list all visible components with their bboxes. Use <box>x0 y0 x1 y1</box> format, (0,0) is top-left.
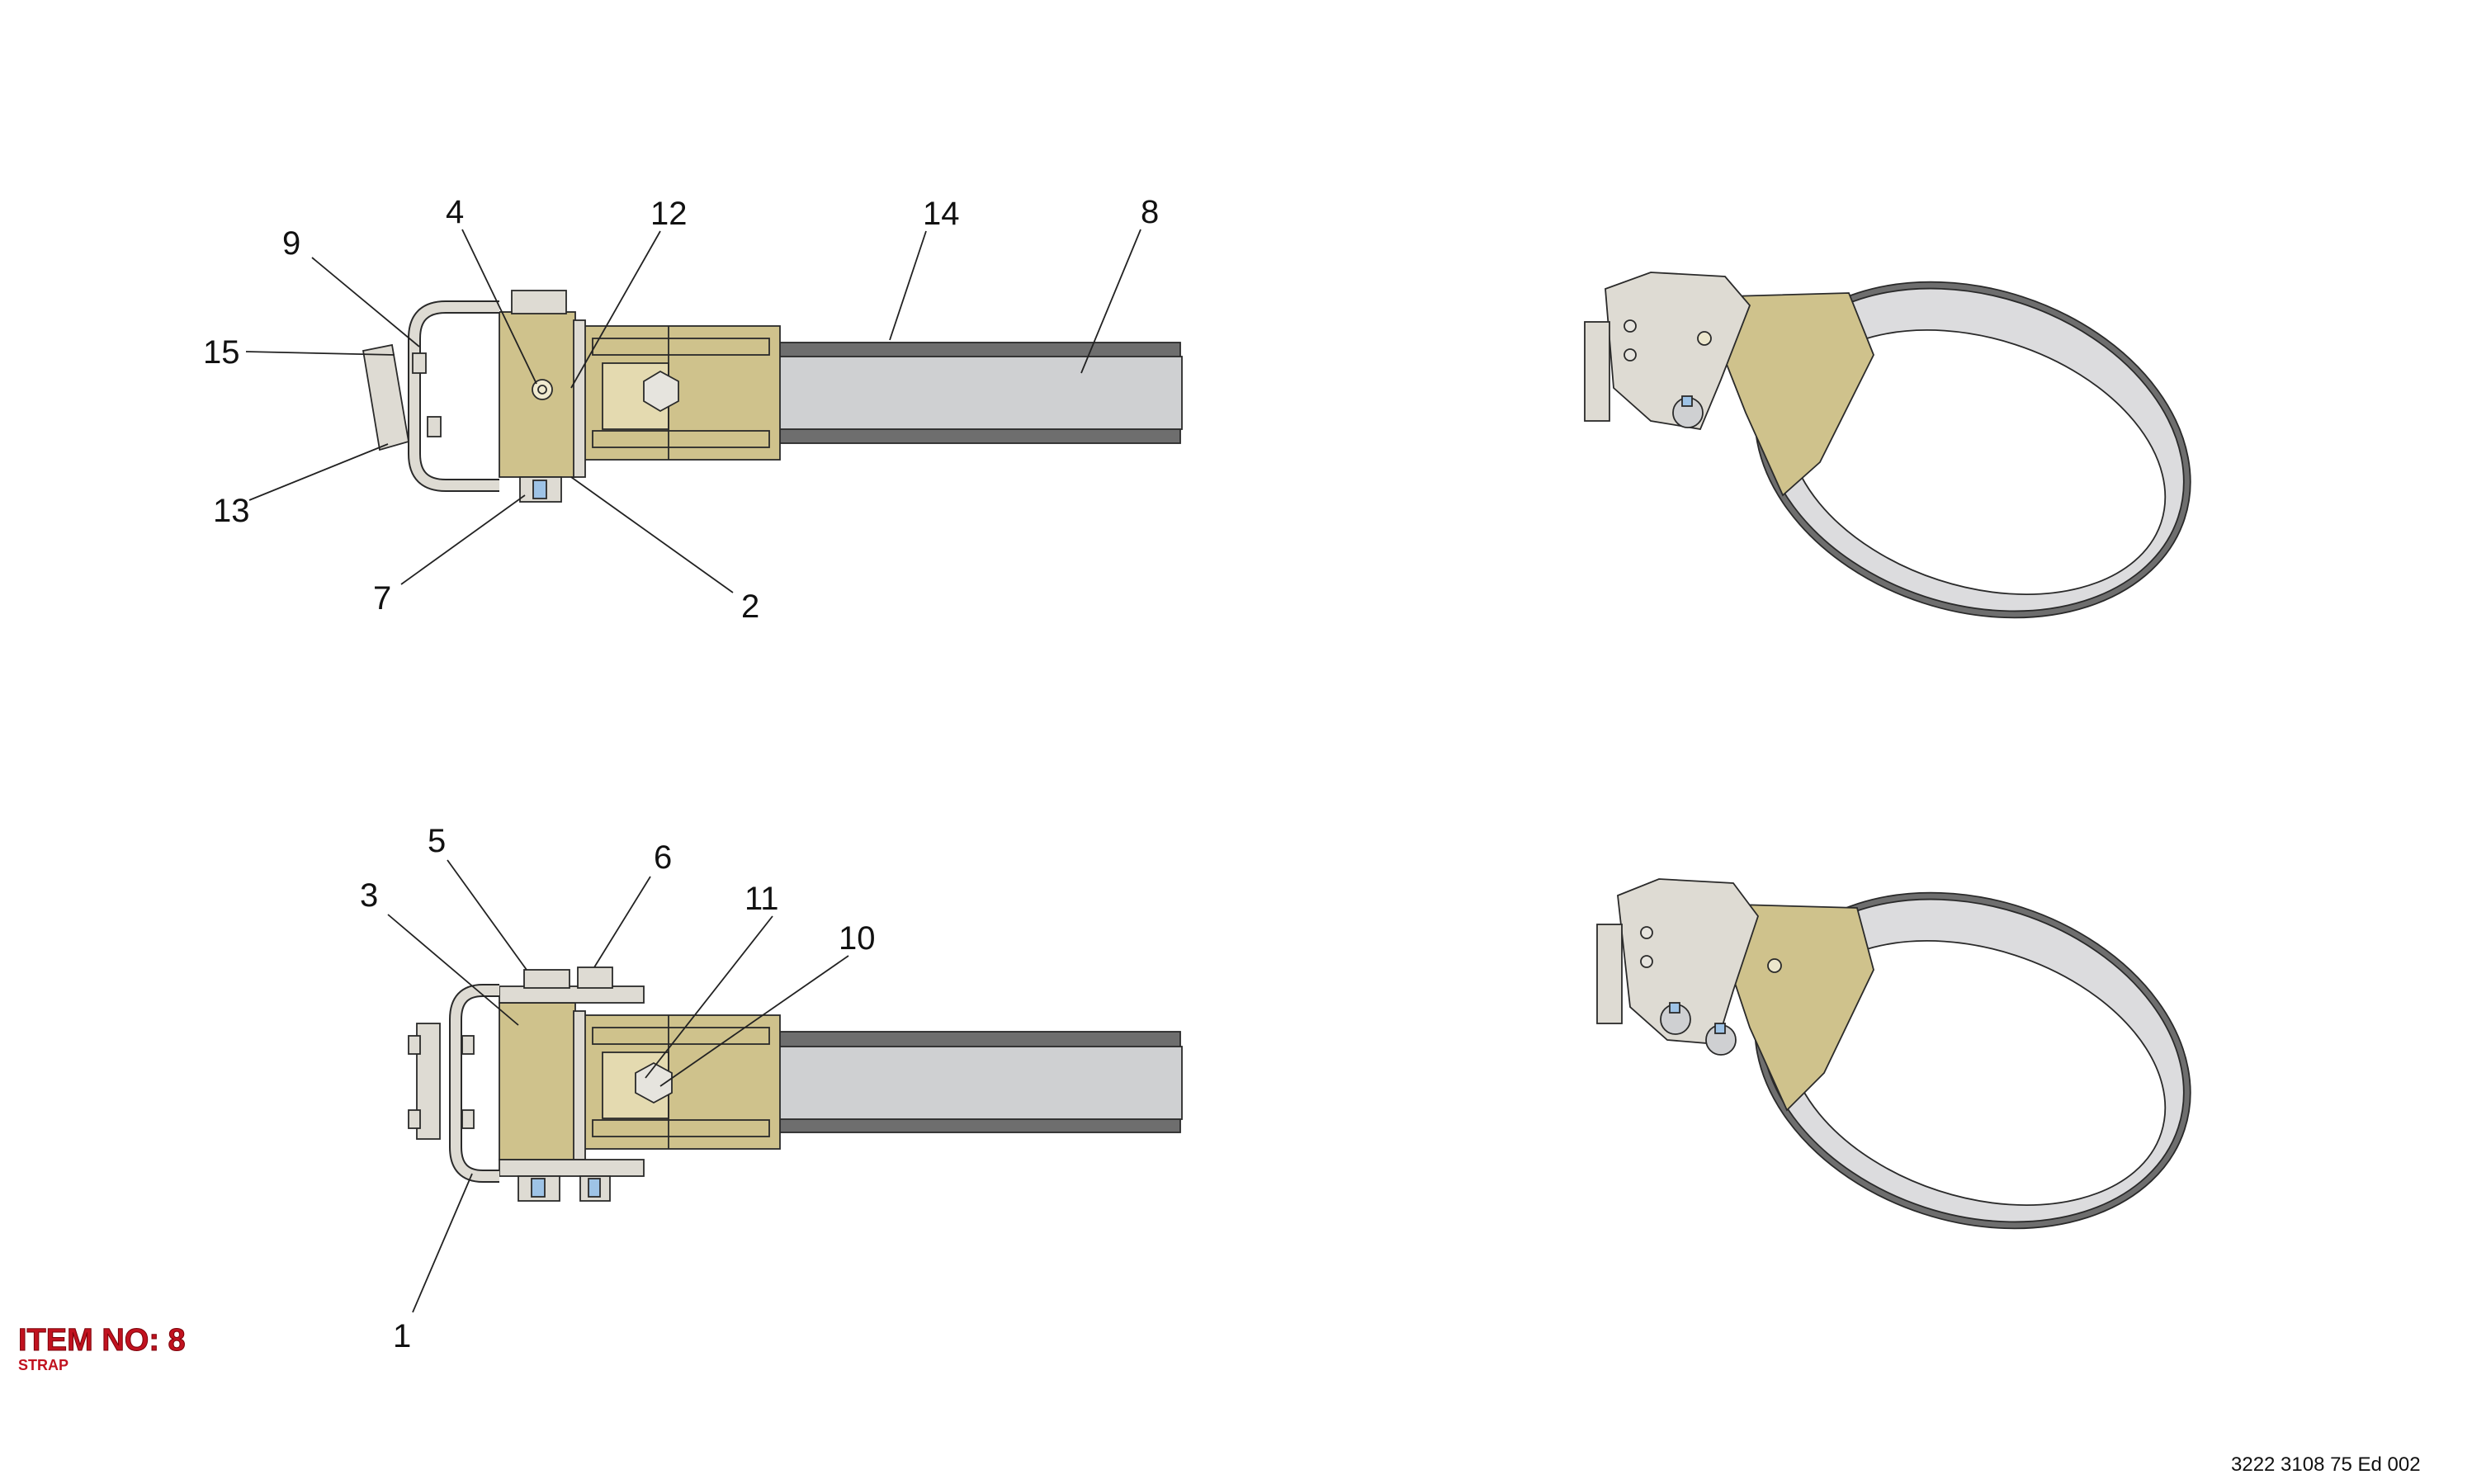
callout-label-14: 14 <box>923 196 960 232</box>
bottom-bar-lower <box>499 1159 645 1177</box>
bottom-bolt-blue <box>532 480 547 499</box>
callout-label-13: 13 <box>213 493 250 529</box>
bracket-slot-top <box>592 338 770 356</box>
item-title-block: ITEM NO: 8 STRAP <box>18 1323 187 1374</box>
callouts-bottom-view: 5 6 3 11 10 1 <box>360 823 876 1354</box>
bracket-slot-bottom <box>592 430 770 448</box>
callout-label-8: 8 <box>1141 194 1159 230</box>
gold-bracket-iso <box>1699 292 1874 497</box>
item-name-subtitle: STRAP <box>18 1357 69 1373</box>
hex-bolt-lower <box>635 1061 673 1104</box>
callout-label-15: 15 <box>203 334 240 371</box>
u-bolt-lower <box>449 984 499 1183</box>
callout-label-9: 9 <box>282 225 300 262</box>
callout-label-7: 7 <box>373 580 391 617</box>
callout-label-6: 6 <box>654 839 672 876</box>
plate-nut-bottom <box>427 416 442 437</box>
plate-nut-top <box>412 352 427 374</box>
bottom-isometric-view <box>1596 878 2191 1230</box>
callout-label-11: 11 <box>744 881 779 917</box>
top-nut <box>511 290 567 314</box>
item-number-title: ITEM NO: 8 <box>18 1323 186 1358</box>
spacer-plate <box>573 319 586 478</box>
callout-label-2: 2 <box>741 588 759 625</box>
callouts-top-view: 9 4 12 14 8 15 13 7 2 <box>203 194 1159 625</box>
callout-label-3: 3 <box>360 877 378 914</box>
callout-label-1: 1 <box>393 1318 411 1354</box>
gold-bracket-iso-lower <box>1707 903 1874 1112</box>
hex-bolt <box>643 370 679 413</box>
grey-housing-iso <box>1605 272 1751 431</box>
callout-label-5: 5 <box>428 823 446 859</box>
u-bolt <box>408 300 499 492</box>
callout-label-4: 4 <box>446 194 464 230</box>
document-reference: 3222 3108 75 Ed 002 <box>2231 1453 2421 1476</box>
top-side-view <box>362 290 1183 503</box>
grey-housing-iso-lower <box>1617 878 1760 1045</box>
bottom-side-view <box>408 966 1183 1202</box>
top-isometric-view <box>1584 272 2191 619</box>
body-block-lower <box>499 1002 576 1160</box>
clamp-plate <box>362 343 410 451</box>
pivot-pin <box>532 379 553 400</box>
callout-label-12: 12 <box>650 196 688 232</box>
top-bar-lower <box>499 985 645 1004</box>
callout-label-10: 10 <box>839 920 876 957</box>
